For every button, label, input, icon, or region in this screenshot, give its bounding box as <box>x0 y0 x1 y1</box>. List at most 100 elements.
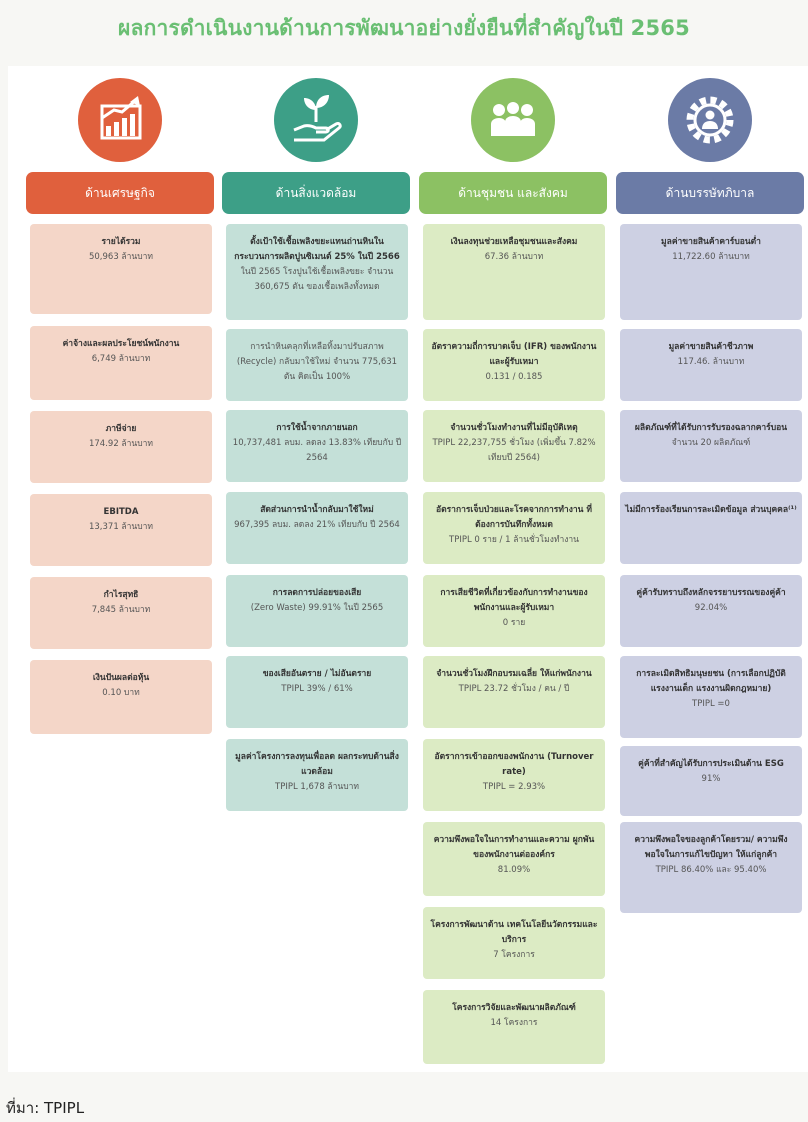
environment-card: ของเสียอันตราย / ไม่อันตราย TPIPL 39% / … <box>226 656 408 728</box>
environment-card: การใช้น้ำจากภายนอก 10,737,481 ลบม. ลดลง … <box>226 410 408 482</box>
card-value: 11,722.60 ล้านบาท <box>672 252 750 262</box>
card-title: จำนวนชั่วโมงฝึกอบรมเฉลี่ย ให้แก่พนักงาน <box>436 669 592 679</box>
gear-person-icon <box>668 78 752 162</box>
card-title: กำไรสุทธิ <box>103 590 139 600</box>
social-card: การเสียชีวิตที่เกี่ยวข้องกับการทำงานของ … <box>423 575 605 647</box>
card-value: จำนวน 20 ผลิตภัณฑ์ <box>671 438 751 448</box>
card-title: การลดการปล่อยของเสีย <box>272 588 362 598</box>
card-value: TPIPL = 2.93% <box>482 782 546 792</box>
economic-card: EBITDA 13,371 ล้านบาท <box>30 494 212 566</box>
card-value: TPIPL 0 ราย / 1 ล้านชั่วโมงทำงาน <box>449 535 579 545</box>
social-card: โครงการวิจัยและพัฒนาผลิตภัณฑ์ 14 โครงการ <box>423 990 605 1064</box>
social-card: อัตราการเข้าออกของพนักงาน (Turnover rate… <box>423 739 605 811</box>
card-title: มูลค่าโครงการลงทุนเพื่อลด ผลกระทบด้านสิ่… <box>235 752 399 777</box>
card-value: TPIPL 86.40% และ 95.40% <box>655 865 767 875</box>
economic-card: รายได้รวม 50,963 ล้านบาท <box>30 224 212 314</box>
environment-card: การนำหินคลุกที่เหลือทิ้งมาปรับสภาพ (Recy… <box>226 329 408 401</box>
economic-card: เงินปันผลต่อหุ้น 0.10 บาท <box>30 660 212 734</box>
governance-card: คู่ค้ารับทราบถึงหลักจรรยาบรรณของคู่ค้า 9… <box>620 575 802 647</box>
social-header: ด้านชุมชน และสังคม <box>419 172 607 214</box>
card-title: ของเสียอันตราย / ไม่อันตราย <box>262 669 372 679</box>
card-value: 13,371 ล้านบาท <box>88 522 153 532</box>
card-title: เงินปันผลต่อหุ้น <box>92 673 150 683</box>
governance-header: ด้านบรรษัทภิบาล <box>616 172 804 214</box>
governance-card: มูลค่าขายสินค้าคาร์บอนต่ำ 11,722.60 ล้าน… <box>620 224 802 320</box>
card-title: เงินลงทุนช่วยเหลือชุมชนและสังคม <box>450 237 578 247</box>
card-title: โครงการพัฒนาด้าน เทคโนโลยีนวัตกรรมและบริ… <box>430 920 598 945</box>
growth-chart-icon <box>78 78 162 162</box>
card-value: TPIPL =0 <box>692 699 730 709</box>
governance-card: มูลค่าขายสินค้าชีวภาพ 117.46. ล้านบาท <box>620 329 802 401</box>
card-value: 6,749 ล้านบาท <box>91 354 151 364</box>
card-title: ความพึงพอใจในการทำงานและความ ผูกพันของพน… <box>433 835 595 860</box>
card-value: 92.04% <box>694 603 728 613</box>
economic-card: ภาษีจ่าย 174.92 ล้านบาท <box>30 411 212 483</box>
card-title: อัตราการเจ็บป่วยและโรคจากการทำงาน ที่ต้อ… <box>435 505 592 530</box>
card-title: ไม่มีการร้องเรียนการละเมิดข้อมูล ส่วนบุค… <box>625 505 797 515</box>
environment-card: มูลค่าโครงการลงทุนเพื่อลด ผลกระทบด้านสิ่… <box>226 739 408 811</box>
card-title: โครงการวิจัยและพัฒนาผลิตภัณฑ์ <box>452 1003 576 1013</box>
card-value: 50,963 ล้านบาท <box>88 252 153 262</box>
environment-card: สัดส่วนการนำน้ำกลับมาใช้ใหม่ 967,395 ลบม… <box>226 492 408 564</box>
card-title: ความพึงพอใจของลูกค้าโดยรวม/ ความพึงพอใจใ… <box>634 835 788 860</box>
card-title: ผลิตภัณฑ์ที่ได้รับการรับรองฉลากคาร์บอน <box>634 423 788 433</box>
governance-card: การละเมิดสิทธิมนุษยชน (การเลือกปฏิบัติ แ… <box>620 656 802 738</box>
page-title: ผลการดำเนินงานด้านการพัฒนาอย่างยั่งยืนที… <box>118 16 690 40</box>
card-title: อัตราการเข้าออกของพนักงาน (Turnover rate… <box>434 752 594 777</box>
card-value: 7,845 ล้านบาท <box>91 605 151 615</box>
card-title: การเสียชีวิตที่เกี่ยวข้องกับการทำงานของ … <box>440 588 588 613</box>
social-card: จำนวนชั่วโมงฝึกอบรมเฉลี่ย ให้แก่พนักงาน … <box>423 656 605 728</box>
card-title: ค่าจ้างและผลประโยชน์พนักงาน <box>62 339 180 349</box>
card-title: คู่ค้าที่สำคัญได้รับการประเมินด้าน ESG <box>638 759 784 769</box>
source-note: ที่มา: TPIPL <box>6 1099 85 1117</box>
card-value: TPIPL 1,678 ล้านบาท <box>275 782 359 792</box>
card-value: 7 โครงการ <box>493 950 535 960</box>
card-value: 91% <box>701 774 721 784</box>
card-title: การละเมิดสิทธิมนุษยชน (การเลือกปฏิบัติ แ… <box>636 669 786 694</box>
card-value: TPIPL 23.72 ชั่วโมง / คน / ปี <box>458 684 570 694</box>
card-title: การใช้น้ำจากภายนอก <box>276 423 358 433</box>
card-title: EBITDA <box>103 507 139 517</box>
card-value: 0.131 / 0.185 <box>485 372 543 382</box>
card-title: สัดส่วนการนำน้ำกลับมาใช้ใหม่ <box>260 505 374 515</box>
card-title: จำนวนชั่วโมงทำงานที่ไม่มีอุบัติเหตุ <box>450 423 578 433</box>
card-title: รายได้รวม <box>101 237 141 247</box>
social-card: ความพึงพอใจในการทำงานและความ ผูกพันของพน… <box>423 822 605 896</box>
card-title: มูลค่าขายสินค้าคาร์บอนต่ำ <box>661 237 761 247</box>
economic-card: กำไรสุทธิ 7,845 ล้านบาท <box>30 577 212 649</box>
governance-card: ความพึงพอใจของลูกค้าโดยรวม/ ความพึงพอใจใ… <box>620 822 802 913</box>
community-people-icon <box>471 78 555 162</box>
card-title: คู่ค้ารับทราบถึงหลักจรรยาบรรณของคู่ค้า <box>636 588 786 598</box>
environment-card: การลดการปล่อยของเสีย (Zero Waste) 99.91%… <box>226 575 408 647</box>
governance-card: ไม่มีการร้องเรียนการละเมิดข้อมูล ส่วนบุค… <box>620 492 802 564</box>
card-value: 0 ราย <box>502 618 526 628</box>
card-value: 174.92 ล้านบาท <box>88 439 153 449</box>
social-card: อัตราความถี่การบาดเจ็บ (IFR) ของพนักงานแ… <box>423 329 605 401</box>
card-title: มูลค่าขายสินค้าชีวภาพ <box>668 342 754 352</box>
economic-card: ค่าจ้างและผลประโยชน์พนักงาน 6,749 ล้านบา… <box>30 326 212 400</box>
card-value: 10,737,481 ลบม. ลดลง 13.83% เทียบกับ ปี … <box>232 438 402 463</box>
card-title: ภาษีจ่าย <box>105 424 137 434</box>
governance-card: ผลิตภัณฑ์ที่ได้รับการรับรองฉลากคาร์บอน จ… <box>620 410 802 482</box>
governance-card: คู่ค้าที่สำคัญได้รับการประเมินด้าน ESG 9… <box>620 746 802 816</box>
card-title: ตั้งเป้าใช้เชื้อเพลิงขยะแทนถ่านหินใน กระ… <box>234 237 400 262</box>
social-card: อัตราการเจ็บป่วยและโรคจากการทำงาน ที่ต้อ… <box>423 492 605 564</box>
social-card: โครงการพัฒนาด้าน เทคโนโลยีนวัตกรรมและบริ… <box>423 907 605 979</box>
environment-header: ด้านสิ่งแวดล้อม <box>222 172 410 214</box>
environment-card: ตั้งเป้าใช้เชื้อเพลิงขยะแทนถ่านหินใน กระ… <box>226 224 408 320</box>
card-value: 0.10 บาท <box>102 688 140 698</box>
card-value: (Zero Waste) 99.91% ในปี 2565 <box>250 603 384 613</box>
content-panel: ด้านเศรษฐกิจ รายได้รวม 50,963 ล้านบาท ค่… <box>8 66 808 1072</box>
social-card: เงินลงทุนช่วยเหลือชุมชนและสังคม 67.36 ล้… <box>423 224 605 320</box>
card-value: ในปี 2565 โรงปูนใช้เชื้อเพลิงขยะ จำนวน 3… <box>240 267 394 292</box>
card-value: 81.09% <box>497 865 531 875</box>
social-card: จำนวนชั่วโมงทำงานที่ไม่มีอุบัติเหตุ TPIP… <box>423 410 605 482</box>
card-value: 14 โครงการ <box>490 1018 538 1028</box>
card-value: 967,395 ลบม. ลดลง 21% เทียบกับ ปี 2564 <box>234 520 400 530</box>
card-title: อัตราความถี่การบาดเจ็บ (IFR) ของพนักงานแ… <box>431 342 597 367</box>
card-value: 67.36 ล้านบาท <box>484 252 544 262</box>
economic-header: ด้านเศรษฐกิจ <box>26 172 214 214</box>
hand-plant-icon <box>274 78 358 162</box>
card-value: TPIPL 39% / 61% <box>281 684 353 694</box>
card-value: การนำหินคลุกที่เหลือทิ้งมาปรับสภาพ (Recy… <box>236 342 398 382</box>
